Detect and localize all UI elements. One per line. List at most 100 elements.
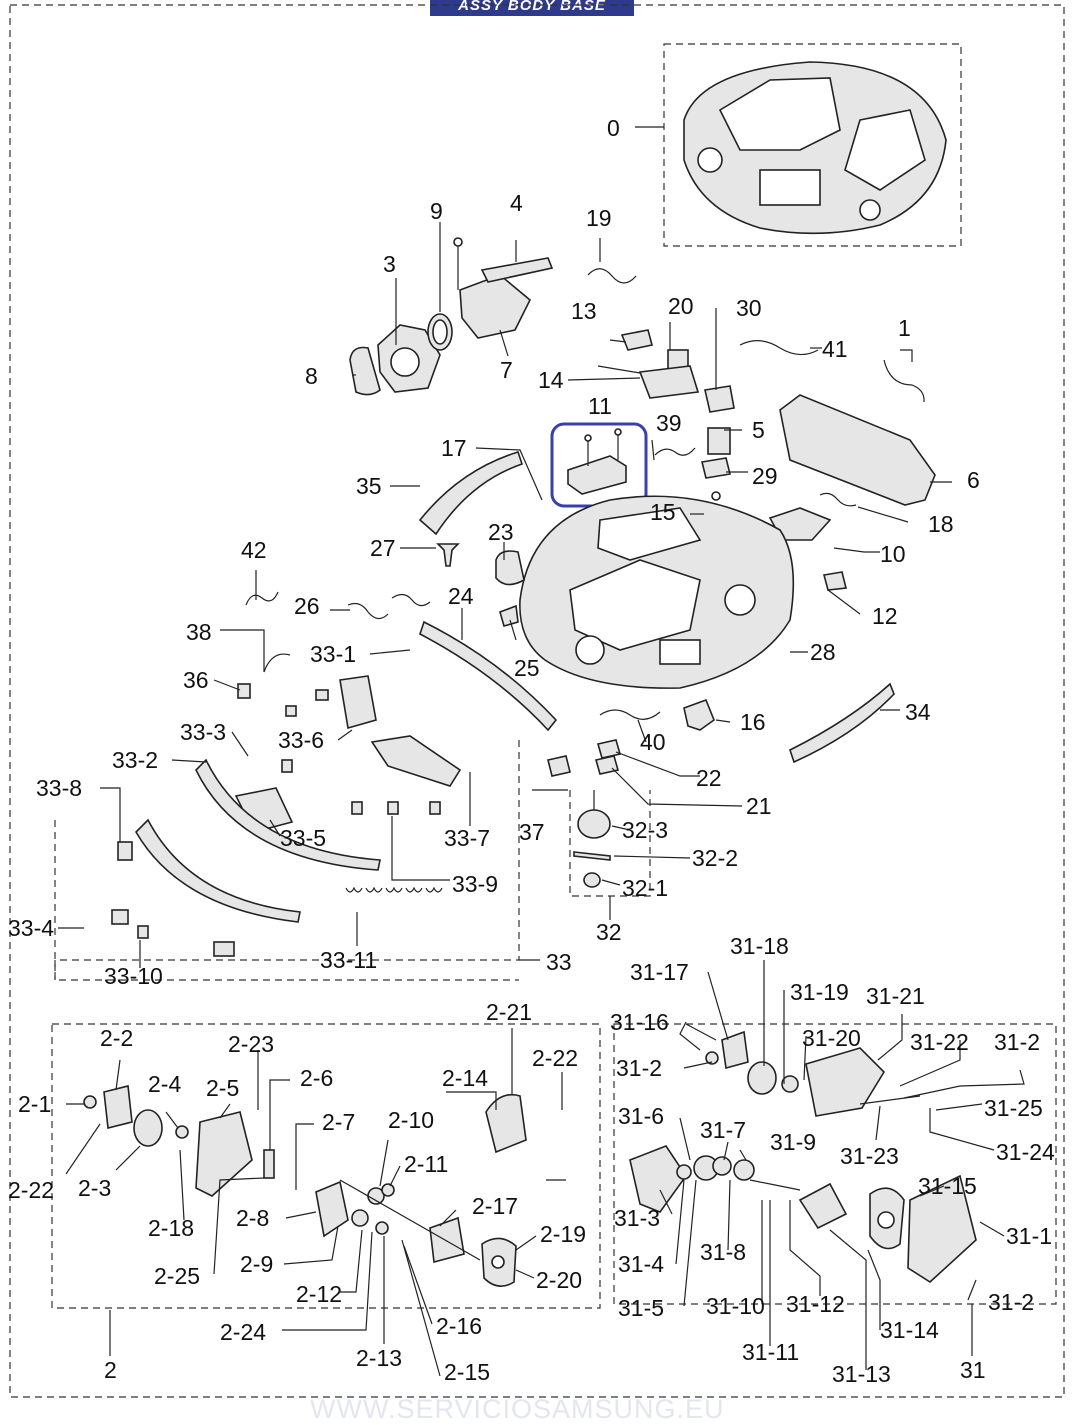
box-group-2	[51, 1023, 601, 1309]
label-2-12: 2-12	[296, 1281, 342, 1307]
part-24-strip	[419, 620, 558, 732]
label-41: 41	[822, 336, 848, 362]
part-39-cable	[654, 447, 696, 456]
label-31-18: 31-18	[730, 933, 789, 959]
label-8: 8	[305, 363, 318, 389]
part-42-cable	[245, 591, 279, 606]
part-34-strip	[789, 682, 895, 764]
label-5: 5	[752, 417, 765, 443]
label-33-3: 33-3	[180, 719, 226, 745]
label-31-16: 31-16	[610, 1009, 669, 1035]
part-40-cable	[599, 709, 661, 720]
label-2-24: 2-24	[220, 1319, 266, 1345]
label-2-17: 2-17	[472, 1193, 518, 1219]
label-31-17: 31-17	[630, 959, 689, 985]
label-28: 28	[810, 639, 836, 665]
group-33-parts	[111, 675, 462, 957]
group-2-parts	[83, 1085, 527, 1287]
part-16	[683, 698, 715, 731]
label-31-2-c: 31-2	[988, 1289, 1034, 1315]
box-group-33	[54, 740, 520, 981]
label-2-5: 2-5	[206, 1075, 239, 1101]
label-11: 11	[588, 393, 612, 419]
part-0-body-base	[683, 61, 947, 235]
label-31-5: 31-5	[618, 1295, 664, 1321]
label-31-20: 31-20	[802, 1025, 861, 1051]
label-31-15: 31-15	[918, 1173, 977, 1199]
label-2-2: 2-2	[100, 1025, 133, 1051]
label-2: 2	[104, 1357, 117, 1383]
label-21: 21	[746, 793, 772, 819]
label-4: 4	[510, 190, 523, 216]
part-25	[499, 604, 519, 627]
label-2-19: 2-19	[540, 1221, 586, 1247]
part-12	[823, 571, 847, 591]
label-2-3: 2-3	[78, 1175, 111, 1201]
part-26-cable-b	[391, 593, 431, 607]
label-2-21: 2-21	[486, 999, 532, 1025]
label-31-9: 31-9	[770, 1129, 816, 1155]
label-30: 30	[736, 295, 762, 321]
label-2-18: 2-18	[148, 1215, 194, 1241]
label-31-22: 31-22	[910, 1029, 969, 1055]
part-32-2	[573, 851, 611, 861]
part-38-cable	[263, 653, 291, 673]
label-33-10: 33-10	[104, 963, 163, 989]
label-23: 23	[488, 519, 514, 545]
label-2-22-top: 2-22	[532, 1045, 578, 1071]
label-19: 19	[586, 205, 612, 231]
label-26: 26	[294, 593, 320, 619]
label-31-1: 31-1	[1006, 1223, 1052, 1249]
label-2-9: 2-9	[240, 1251, 273, 1277]
label-31-14: 31-14	[880, 1317, 939, 1343]
part-18-cable	[819, 492, 857, 507]
diagram-title: ASSY BODY BASE	[430, 0, 634, 16]
label-10: 10	[880, 541, 906, 567]
part-23	[495, 550, 525, 586]
label-32-1: 32-1	[622, 875, 668, 901]
label-32: 32	[596, 919, 622, 945]
label-31-24: 31-24	[996, 1139, 1055, 1165]
group-31-parts	[629, 1030, 977, 1284]
label-2-22-left: 2-22	[8, 1177, 54, 1203]
label-2-20: 2-20	[536, 1267, 582, 1293]
label-38: 38	[186, 619, 212, 645]
label-31-11: 31-11	[742, 1339, 799, 1365]
label-37: 37	[519, 819, 545, 845]
label-1: 1	[898, 315, 911, 341]
label-15: 15	[650, 499, 676, 525]
part-37	[547, 755, 571, 777]
label-2-14: 2-14	[442, 1065, 488, 1091]
label-35: 35	[356, 473, 382, 499]
label-33-9: 33-9	[452, 871, 498, 897]
label-24: 24	[448, 583, 474, 609]
label-33-6: 33-6	[278, 727, 324, 753]
part-21	[594, 755, 620, 775]
label-31-10: 31-10	[706, 1293, 765, 1319]
label-32-2: 32-2	[692, 845, 738, 871]
label-2-1: 2-1	[18, 1091, 51, 1117]
label-31-13: 31-13	[832, 1361, 891, 1387]
label-17: 17	[441, 435, 467, 461]
label-25: 25	[514, 655, 540, 681]
label-31-3: 31-3	[614, 1205, 660, 1231]
label-31-21: 31-21	[866, 983, 925, 1009]
part-1-cable	[883, 359, 925, 403]
leader-lines	[58, 126, 1025, 1377]
label-31: 31	[960, 1357, 986, 1383]
label-2-16: 2-16	[436, 1313, 482, 1339]
label-20: 20	[668, 293, 694, 319]
label-32-3: 32-3	[622, 817, 668, 843]
label-33-11: 33-11	[320, 947, 377, 973]
label-31-8: 31-8	[700, 1239, 746, 1265]
part-22	[596, 739, 622, 759]
label-9: 9	[430, 198, 443, 224]
label-2-13: 2-13	[356, 1345, 402, 1371]
label-36: 36	[183, 667, 209, 693]
label-12: 12	[872, 603, 898, 629]
label-16: 16	[740, 709, 766, 735]
label-31-25: 31-25	[984, 1095, 1043, 1121]
label-31-2-a: 31-2	[994, 1029, 1040, 1055]
label-2-10: 2-10	[388, 1107, 434, 1133]
